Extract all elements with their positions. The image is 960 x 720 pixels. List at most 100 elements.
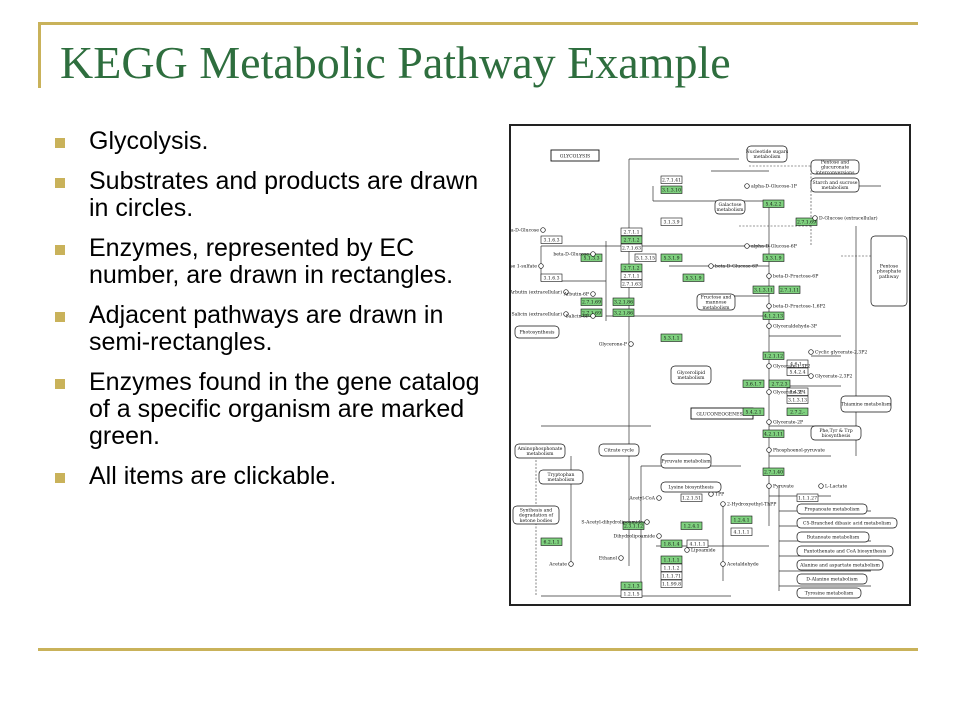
enzyme-box[interactable]	[620, 227, 643, 236]
enzyme-box[interactable]	[660, 579, 683, 588]
enzyme-box[interactable]	[682, 273, 705, 282]
adjacent-pathway-box[interactable]	[746, 145, 788, 163]
enzyme-ec-label[interactable]: 3.1.3.9	[663, 220, 679, 226]
compound-node[interactable]	[744, 243, 750, 249]
enzyme-ec-label[interactable]: 2.7.1.41	[662, 178, 681, 184]
enzyme-ec-label[interactable]: 3.1.6.3	[543, 276, 559, 282]
compound-label[interactable]: Glycerate-2P	[773, 420, 803, 426]
compound-node[interactable]	[538, 263, 544, 269]
enzyme-ec-label[interactable]: 6.2.1.1	[543, 540, 559, 546]
enzyme-ec-label[interactable]: 5.3.1.9	[663, 256, 679, 262]
enzyme-box[interactable]	[786, 367, 809, 376]
adjacent-pathway-box[interactable]	[512, 505, 560, 525]
adjacent-pathway-label[interactable]: Photosynthesis	[519, 330, 555, 336]
adjacent-pathway-label[interactable]: Thiamine metabolism	[841, 402, 892, 408]
compound-label[interactable]: beta-D-Fructose-1,6P2	[773, 304, 826, 310]
enzyme-ec-label[interactable]: 5.1.3.15	[636, 256, 655, 262]
compound-label[interactable]: Arbutin-6P	[563, 292, 589, 298]
adjacent-pathway-box[interactable]	[660, 453, 712, 469]
enzyme-ec-label[interactable]: 4.1.2.13	[764, 314, 783, 320]
adjacent-pathway-box[interactable]	[870, 235, 908, 307]
enzyme-box[interactable]	[680, 493, 703, 502]
compound-node[interactable]	[808, 349, 814, 355]
adjacent-pathway-box[interactable]	[796, 559, 884, 571]
compound-label[interactable]: Glyceraldehyde-3P	[773, 324, 817, 330]
enzyme-ec-label[interactable]: 3.2.1.86	[614, 311, 633, 317]
compound-label[interactable]: alpha-D-Glucose-6P	[751, 244, 797, 250]
compound-node[interactable]	[656, 495, 662, 501]
enzyme-ec-label[interactable]: 3.1.3.13	[788, 398, 807, 404]
enzyme-box[interactable]	[762, 199, 785, 208]
enzyme-ec-label[interactable]: 4.2.1.11	[764, 432, 783, 438]
adjacent-pathway-box[interactable]	[696, 293, 736, 311]
enzyme-box[interactable]	[742, 407, 765, 416]
enzyme-box[interactable]	[620, 279, 643, 288]
enzyme-ec-label[interactable]: 5.4.2.1	[745, 410, 761, 416]
adjacent-pathway-box[interactable]	[538, 469, 584, 485]
adjacent-pathway-label[interactable]: Lysine biosynthesis	[668, 485, 714, 491]
enzyme-ec-label[interactable]: 4.1.1.1	[689, 542, 705, 548]
compound-label[interactable]: Acetate	[548, 562, 567, 568]
enzyme-ec-label[interactable]: 4.1.1.1	[733, 530, 749, 536]
compound-node[interactable]	[563, 311, 569, 317]
compound-label[interactable]: Glycerone-P	[599, 342, 627, 348]
enzyme-box[interactable]	[786, 407, 809, 416]
compound-label[interactable]: Ethanol	[599, 556, 618, 562]
enzyme-ec-label[interactable]: 1.1.99.8	[662, 582, 681, 588]
enzyme-box[interactable]	[580, 297, 603, 306]
enzyme-box[interactable]	[540, 273, 563, 282]
enzyme-ec-label[interactable]: 2.7.2.3	[771, 382, 787, 388]
enzyme-box[interactable]	[680, 521, 703, 530]
adjacent-pathway-label[interactable]: C5-Branched dibasic acid metabolism	[803, 521, 892, 527]
compound-node[interactable]	[563, 289, 569, 295]
compound-node[interactable]	[744, 183, 750, 189]
enzyme-ec-label[interactable]: 2.7.1.1	[623, 274, 639, 280]
adjacent-pathway-label[interactable]: Pyruvate metabolism	[661, 459, 711, 465]
enzyme-ec-label[interactable]: 2.7.1.11	[780, 288, 799, 294]
enzyme-ec-label[interactable]: 1.1.1.27	[798, 496, 817, 502]
adjacent-pathway-box[interactable]	[514, 443, 566, 459]
compound-label[interactable]: Phosphoenol-pyruvate	[773, 448, 825, 454]
enzyme-box[interactable]	[620, 243, 643, 252]
enzyme-box[interactable]	[612, 308, 635, 317]
compound-label[interactable]: Glycerate-2,3P2	[815, 374, 852, 380]
enzyme-ec-label[interactable]: 1.1.1.1	[663, 558, 679, 564]
compound-node[interactable]	[766, 303, 772, 309]
compound-node[interactable]	[818, 483, 824, 489]
compound-label[interactable]: Salicin-6P	[566, 314, 589, 320]
compound-label[interactable]: Glycerate-3P	[773, 390, 803, 396]
enzyme-ec-label[interactable]: 1.2.1.3	[623, 584, 639, 590]
enzyme-box[interactable]	[778, 285, 801, 294]
enzyme-box[interactable]	[762, 467, 785, 476]
enzyme-box[interactable]	[634, 253, 657, 262]
compound-label[interactable]: Acetyl-CoA	[628, 496, 655, 502]
enzyme-ec-label[interactable]: 4.6.1.-	[790, 362, 805, 368]
compound-node[interactable]	[590, 251, 596, 257]
compound-label[interactable]: beta-D-Glucose	[553, 252, 589, 258]
compound-node[interactable]	[656, 533, 662, 539]
enzyme-ec-label[interactable]: 3.6.1.7	[745, 382, 761, 388]
compound-label[interactable]: L-Lactate	[825, 484, 847, 490]
compound-label[interactable]: alpha-D-Glucose	[511, 228, 539, 234]
enzyme-ec-label[interactable]: 1.2.4.1	[683, 524, 699, 530]
enzyme-ec-label[interactable]: 2.7.1.69	[797, 220, 816, 226]
compound-node[interactable]	[766, 447, 772, 453]
compound-node[interactable]	[766, 389, 772, 395]
enzyme-ec-label[interactable]: 5.1.3.3	[583, 256, 599, 262]
adjacent-pathway-box[interactable]	[810, 159, 860, 175]
enzyme-ec-label[interactable]: 3.1.3.10	[662, 188, 681, 194]
enzyme-ec-label[interactable]: 1.2.1.12	[764, 354, 783, 360]
adjacent-pathway-label[interactable]: Citrate cycle	[604, 448, 634, 454]
compound-label[interactable]: 2-Hydroxyethyl-ThPP	[727, 502, 776, 508]
enzyme-box[interactable]	[742, 379, 765, 388]
enzyme-box[interactable]	[786, 359, 809, 368]
enzyme-box[interactable]	[660, 563, 683, 572]
compound-node[interactable]	[766, 273, 772, 279]
